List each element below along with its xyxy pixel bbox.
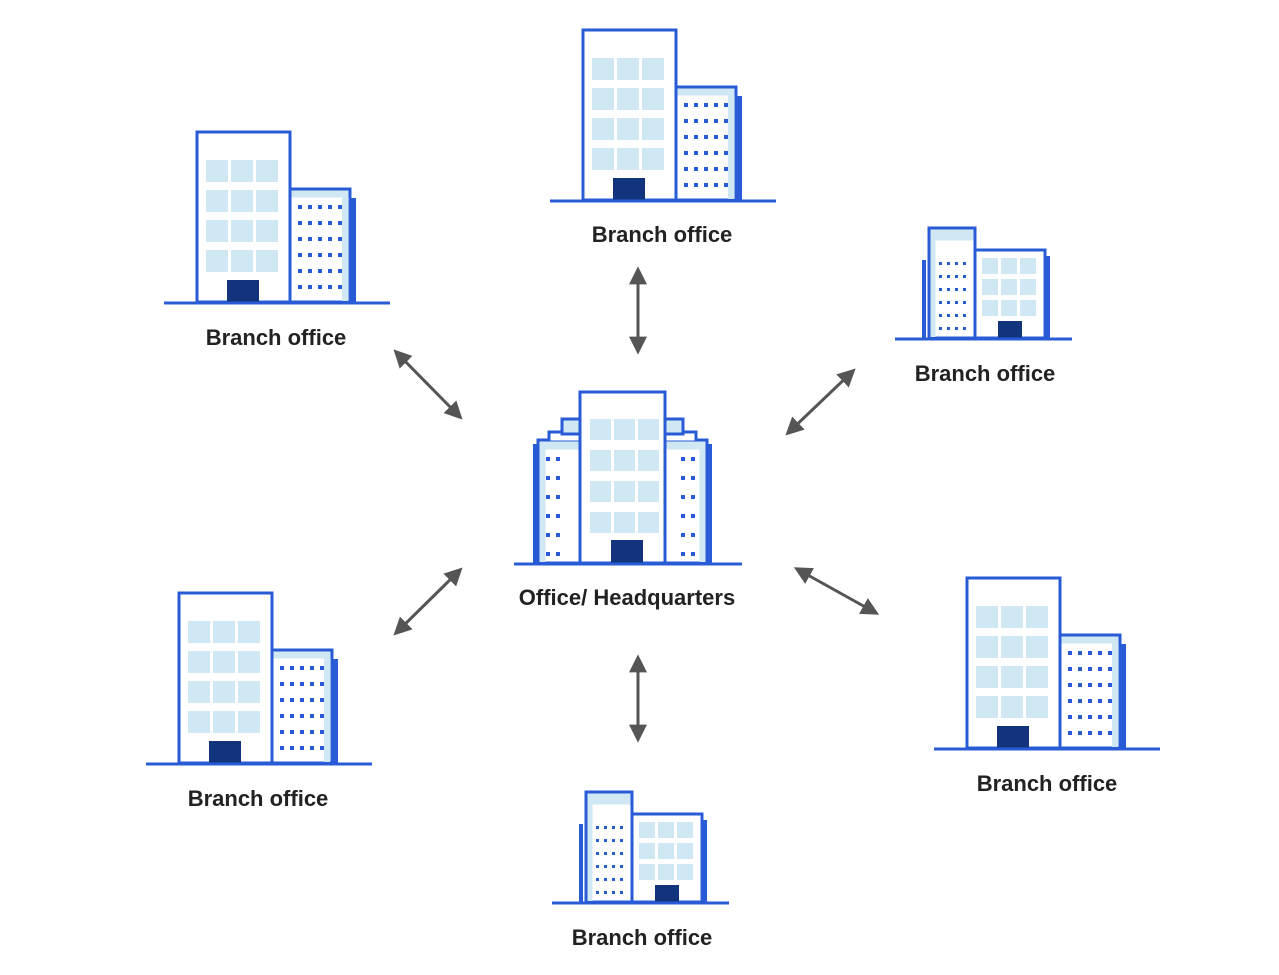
headquarters-building-icon — [512, 390, 744, 566]
branch-label-top-left: Branch office — [206, 325, 347, 350]
headquarters-node: Office/ Headquarters — [512, 390, 744, 610]
office-building-icon — [932, 576, 1162, 751]
branch-label-top-right: Branch office — [915, 361, 1056, 386]
branch-label-bottom-left: Branch office — [188, 786, 329, 811]
branch-label-bottom-right: Branch office — [977, 771, 1118, 796]
office-building-icon — [550, 790, 731, 905]
office-building-icon — [162, 130, 392, 305]
office-building-icon — [144, 591, 374, 766]
branch-label-bottom: Branch office — [572, 925, 713, 950]
branch-node-top-right: Branch office — [893, 226, 1074, 386]
arrow-hq-bottom-right — [793, 567, 880, 615]
branch-node-top-left: Branch office — [162, 130, 392, 350]
branch-node-bottom: Branch office — [550, 790, 731, 950]
branch-node-top: Branch office — [548, 28, 778, 247]
arrow-hq-top-right — [785, 368, 856, 436]
office-building-icon — [893, 226, 1074, 341]
branch-node-bottom-left: Branch office — [144, 591, 374, 811]
arrow-hq-top-left — [393, 349, 463, 420]
office-building-icon — [548, 28, 778, 203]
arrow-hq-bottom-left — [393, 567, 463, 636]
branch-label-top: Branch office — [592, 222, 733, 247]
branch-node-bottom-right: Branch office — [932, 576, 1162, 796]
headquarters-label: Office/ Headquarters — [519, 585, 735, 610]
